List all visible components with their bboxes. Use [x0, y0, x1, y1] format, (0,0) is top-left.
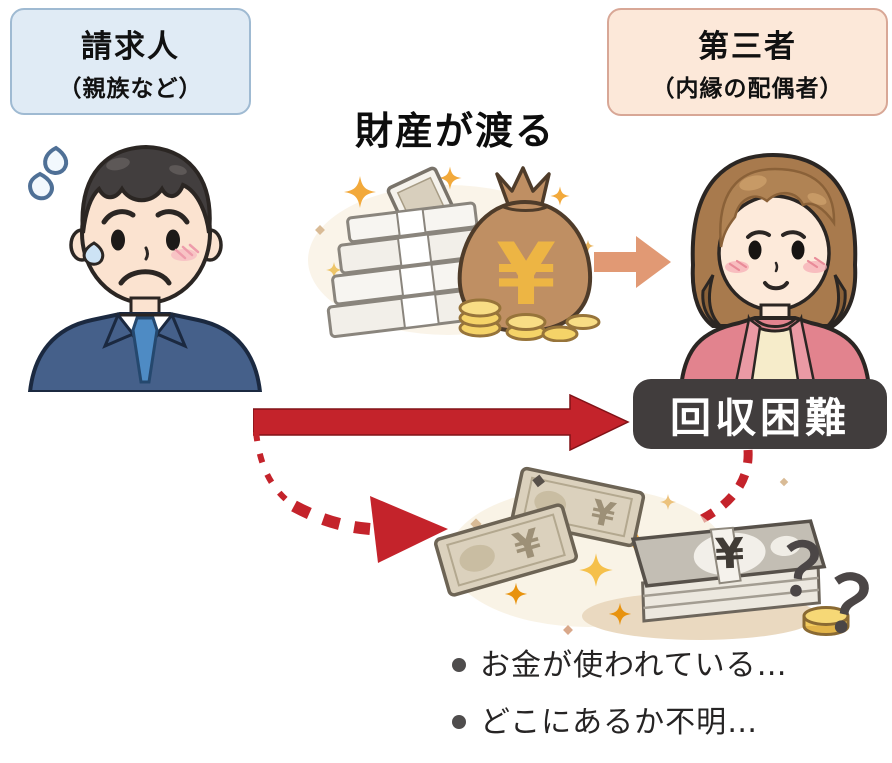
coin-stack-icons	[458, 298, 601, 342]
recovery-badge: 回収困難	[633, 379, 887, 449]
woman-illustration	[678, 152, 872, 387]
banknote-stack: ¥	[630, 519, 827, 623]
claimant-box: 請求人 （親族など）	[10, 8, 251, 115]
dashed-curve-icon	[697, 449, 753, 525]
sweat-drops-icon	[28, 145, 69, 201]
flying-banknote: ¥	[510, 466, 646, 548]
recovery-arrow-icon	[253, 394, 630, 451]
man-head	[69, 144, 223, 305]
third-party-box: 第三者 （内縁の配偶者）	[607, 8, 888, 116]
money-bag-icon: ¥	[457, 166, 593, 334]
dashed-arrow-icon	[253, 431, 448, 563]
money-pile-illustration: ¥ ¥	[308, 166, 601, 342]
claimant-title: 請求人	[81, 28, 180, 65]
list-item: お金が使われている…	[452, 645, 882, 687]
yen-symbol: ¥	[714, 528, 745, 578]
man-body	[27, 296, 263, 392]
woman-head	[690, 152, 858, 333]
third-party-title: 第三者	[698, 29, 797, 65]
transfer-label: 財産が渡る	[354, 109, 555, 153]
bullet-icon	[452, 715, 466, 729]
claimant-subtitle: （親族など）	[58, 75, 203, 102]
coin-icon	[802, 606, 850, 636]
woman-body	[678, 303, 872, 387]
bullet-icon	[452, 658, 466, 672]
note-text: お金が使われている…	[480, 648, 788, 683]
notes-list: お金が使われている… どこにあるか不明…	[452, 645, 882, 744]
question-mark: ？	[776, 526, 860, 620]
yen-symbol: ¥	[496, 225, 556, 325]
scattered-money-illustration: ¥ ¥ ¥ ？ ？	[433, 466, 892, 652]
note-text: どこにあるか不明…	[480, 705, 759, 740]
worried-man-illustration	[27, 144, 263, 392]
flying-banknote: ¥	[433, 503, 579, 597]
third-party-subtitle: （内縁の配偶者）	[651, 76, 844, 102]
transfer-arrow-icon	[594, 236, 671, 288]
list-item: どこにあるか不明…	[452, 702, 882, 744]
